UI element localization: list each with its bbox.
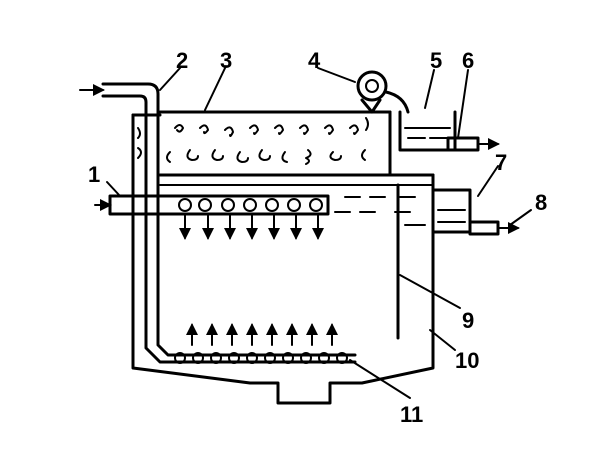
label-11: 11 (400, 402, 423, 427)
froth-outlet (398, 110, 500, 152)
label-3: 3 (220, 48, 232, 73)
clean-water-outlet (431, 188, 520, 236)
inlet-distributor (94, 194, 330, 240)
label-1: 1 (88, 162, 100, 187)
label-7: 7 (495, 150, 507, 175)
air-inlet-pipe (79, 82, 357, 364)
label-2: 2 (176, 48, 188, 73)
scraper-wheel (356, 70, 410, 131)
tank-body (131, 113, 435, 405)
water-layer (334, 196, 426, 226)
aerator-pipe (174, 323, 348, 364)
label-9: 9 (462, 308, 474, 333)
leader-lines (106, 65, 532, 399)
label-6: 6 (462, 48, 474, 73)
froth-chamber (137, 110, 392, 177)
label-8: 8 (535, 190, 547, 215)
label-10: 10 (455, 348, 479, 373)
label-4: 4 (308, 48, 321, 73)
label-5: 5 (430, 48, 442, 73)
